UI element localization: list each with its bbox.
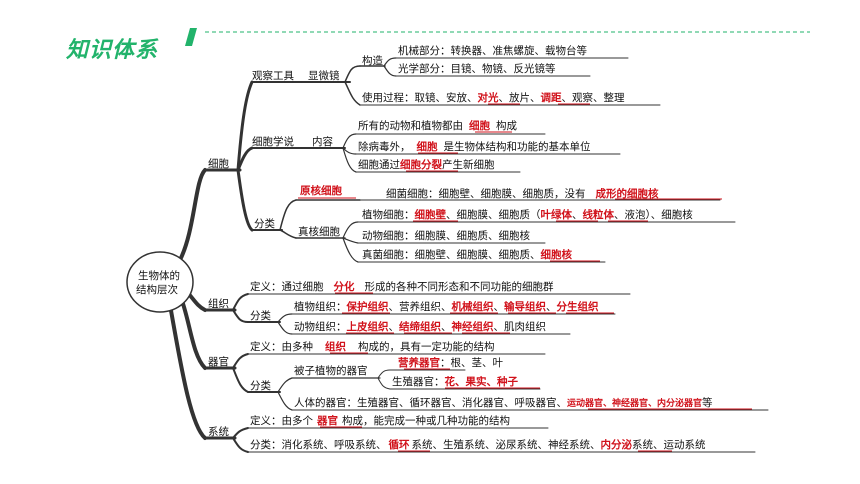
bacteria-cell: 细菌细胞：细胞壁、细胞膜、细胞质，没有成形的细胞核 [386, 188, 659, 200]
node-organ: 器官 [208, 356, 229, 368]
node-organ-classify: 分类 [250, 380, 271, 392]
node-cell-theory: 细胞学说 [252, 136, 294, 148]
root-node-line2: 结构层次 [136, 284, 178, 296]
node-cell-classify: 分类 [254, 218, 275, 230]
usage-process: 使用过程：取镜、安放、对光、放片、调距、观察、整理 [362, 92, 625, 104]
tissue-definition: 定义：通过细胞分化形成的各种不同形态和不同功能的细胞群 [250, 281, 554, 293]
fungi-cell: 真菌细胞：细胞壁、细胞膜、细胞质、细胞核 [362, 249, 572, 261]
system-definition: 定义：由多个器官构成，能完成一种或几种功能的结构 [250, 415, 510, 427]
animal-tissue: 动物组织：上皮组织、结缔组织、神经组织、肌肉组织 [294, 321, 546, 333]
node-system: 系统 [208, 426, 229, 438]
prokaryote-node: 原核细胞 [300, 185, 342, 197]
animal-cell: 动物细胞：细胞膜、细胞质、细胞核 [362, 230, 530, 242]
node-content: 内容 [312, 136, 333, 148]
system-classify: 分类：消化系统、呼吸系统、循环系统、生殖系统、泌尿系统、神经系统、内分泌系统、运… [250, 439, 706, 451]
blank-focus: 调距 [540, 92, 562, 104]
node-microscope: 显微镜 [308, 70, 340, 82]
organ-definition: 定义：由多种组织构成的，具有一定功能的结构 [250, 341, 495, 353]
plant-cell: 植物细胞：细胞壁、细胞膜、细胞质（叶绿体、线粒体、液泡）、细胞核 [362, 209, 693, 221]
root-node-line1: 生物体的 [138, 270, 180, 282]
node-tissue-classify: 分类 [250, 310, 271, 322]
page-title: 知识体系 [66, 38, 159, 63]
plant-tissue: 植物组织：保护组织、营养组织、机械组织、输导组织、分生组织 [294, 301, 599, 313]
node-cell: 细胞 [208, 158, 229, 170]
blank-light: 对光 [477, 92, 499, 104]
eukaryote-node: 真核细胞 [298, 226, 340, 238]
angiosperm-organs: 被子植物的器官 [294, 365, 368, 377]
optical-parts: 光学部分：目镜、物镜、反光镜等 [398, 63, 556, 75]
theory-line-2: 除病毒外，细胞是生物体结构和功能的基本单位 [358, 141, 591, 153]
theory-line-1: 所有的动物和植物都由细胞构成 [358, 120, 517, 132]
human-organs: 人体的器官：生殖器官、循环器官、消化器官、呼吸器官、运动器官、神经器官、内分泌器… [294, 397, 713, 409]
vegetative-organs: 营养器官：根、茎、叶 [398, 357, 503, 369]
mechanical-parts: 机械部分：转换器、准焦螺旋、载物台等 [398, 45, 587, 57]
theory-line-3: 细胞通过细胞分裂产生新细胞 [358, 159, 495, 171]
reproductive-organs: 生殖器官：花、果实、种子 [392, 376, 518, 388]
node-structure: 构造 [362, 55, 383, 67]
node-tools: 观察工具 [252, 70, 294, 82]
node-tissue: 组织 [208, 298, 229, 310]
